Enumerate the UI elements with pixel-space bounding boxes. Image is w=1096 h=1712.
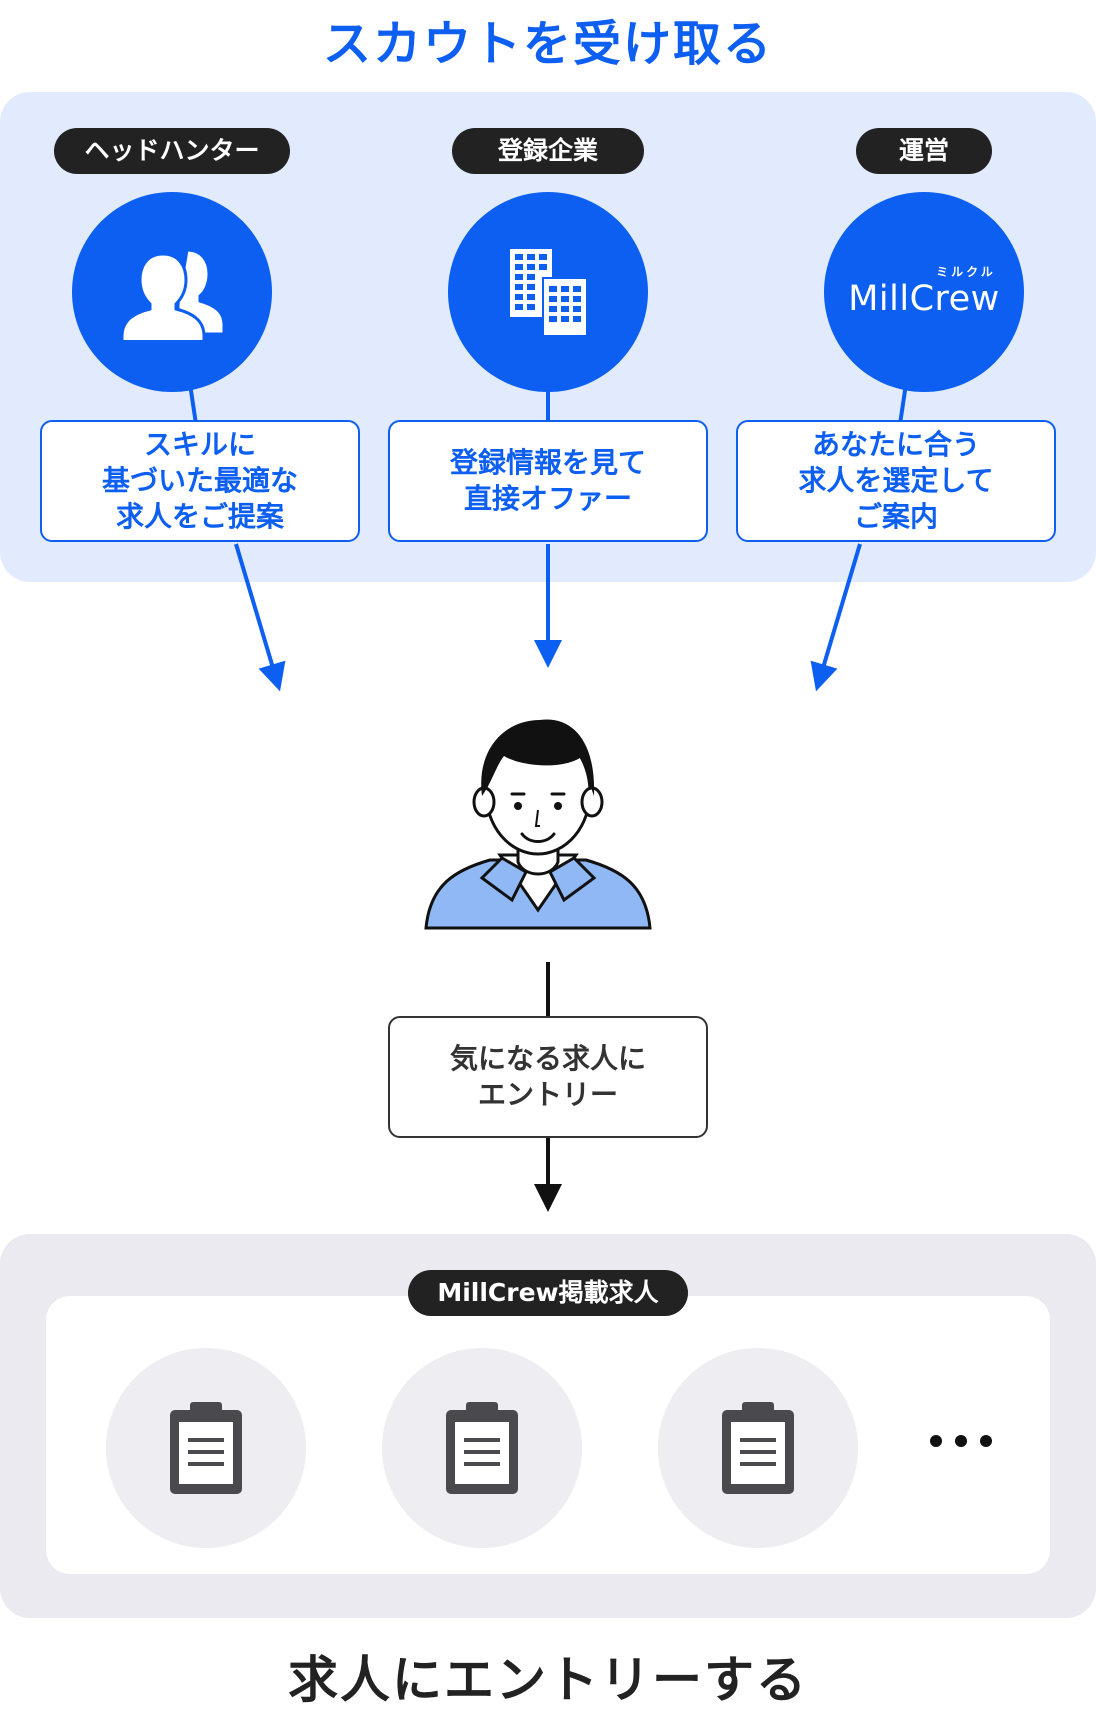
buildings-icon	[508, 247, 588, 337]
badge-operator: 運営	[856, 128, 992, 174]
arrow-headhunter	[234, 543, 286, 692]
box-line: 求人をご提案	[115, 500, 284, 533]
job-listing-item	[382, 1348, 582, 1548]
box-line: 基づいた最適な	[101, 464, 298, 497]
entry-box: 気になる求人に エントリー	[388, 1016, 708, 1138]
badge-headhunter: ヘッドハンター	[54, 128, 290, 174]
clipboard-icon	[170, 1402, 242, 1494]
badge-companies: 登録企業	[452, 128, 644, 174]
page-title: スカウトを受け取る	[322, 16, 773, 72]
circle-companies	[448, 192, 648, 392]
ellipsis-icon	[930, 1435, 992, 1447]
person-avatar-icon	[424, 719, 652, 930]
box-companies: 登録情報を見て 直接オファー	[388, 420, 708, 542]
footer-title: 求人にエントリーする	[288, 1651, 808, 1709]
millcrew-logo: ミルクル MillCrew	[848, 265, 1000, 319]
badge-job-listings: MillCrew掲載求人	[408, 1270, 688, 1316]
box-line: あなたに合う	[811, 428, 980, 461]
box-line: 直接オファー	[463, 482, 632, 515]
box-operator: あなたに合う 求人を選定して ご案内	[736, 420, 1056, 542]
arrow-operator	[810, 543, 862, 692]
box-line: 求人を選定して	[798, 464, 994, 497]
clipboard-icon	[446, 1402, 518, 1494]
people-icon	[120, 248, 226, 340]
box-line: スキルに	[143, 428, 256, 461]
circle-headhunter	[72, 192, 272, 392]
box-line: エントリー	[477, 1078, 618, 1111]
logo-text: MillCrew	[848, 279, 1000, 319]
box-line: ご案内	[853, 500, 938, 533]
job-listing-item	[658, 1348, 858, 1548]
clipboard-icon	[722, 1402, 794, 1494]
box-line: 気になる求人に	[449, 1042, 646, 1075]
box-line: 登録情報を見て	[449, 446, 646, 479]
circle-operator: ミルクル MillCrew	[824, 192, 1024, 392]
box-headhunter: スキルに 基づいた最適な 求人をご提案	[40, 420, 360, 542]
logo-ruby: ミルクル	[936, 265, 996, 279]
job-listing-item	[106, 1348, 306, 1548]
